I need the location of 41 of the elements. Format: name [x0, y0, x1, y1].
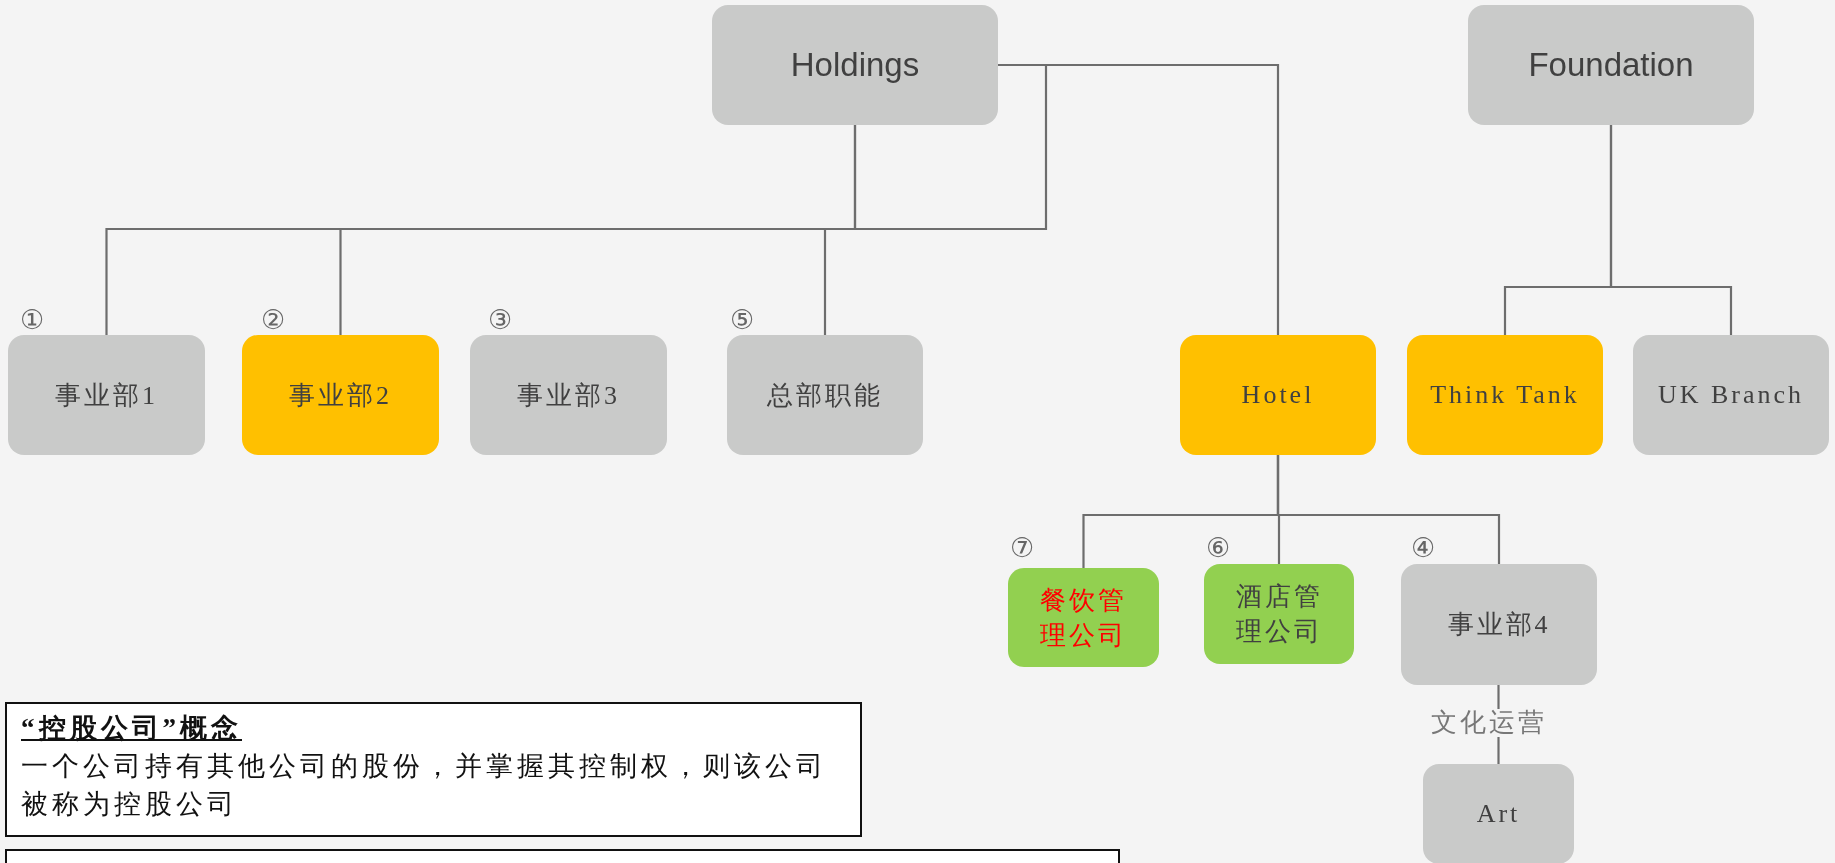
callout-number: ④ — [1411, 534, 1435, 561]
definition-text: 一个公司持有其他公司的股份，并掌握其控制权，则该公司被称为控股公司 — [21, 749, 828, 821]
box-label: Holdings — [790, 46, 920, 84]
connector-line — [823, 63, 1048, 335]
org-box — [1008, 568, 1159, 667]
callout-number: ③ — [488, 306, 512, 333]
org-box — [712, 5, 998, 125]
connector-line — [339, 125, 857, 335]
connector-line — [1276, 455, 1501, 564]
box-label: Hotel — [1241, 380, 1315, 410]
callout-number: ⑥ — [1206, 534, 1230, 561]
org-box — [470, 335, 667, 455]
org-box — [242, 335, 439, 455]
box-label: Art — [1476, 799, 1521, 829]
box-label: 酒店管理公司 — [1234, 581, 1324, 648]
org-box — [727, 335, 923, 455]
box-label: Think Tank — [1430, 380, 1580, 410]
definition-heading: “控股公司”概念 — [21, 712, 242, 745]
box-label: Foundation — [1528, 46, 1694, 84]
callout-number: ① — [20, 306, 44, 333]
org-box — [1180, 335, 1376, 455]
org-box — [1423, 764, 1574, 863]
callout-number: ② — [261, 306, 285, 333]
org-box — [1204, 564, 1354, 664]
definition-box — [5, 702, 862, 837]
org-box — [1407, 335, 1603, 455]
box-label: 事业部1 — [55, 379, 158, 412]
callout-number: ⑤ — [730, 306, 754, 333]
box-label: 事业部2 — [289, 379, 392, 412]
org-box — [1468, 5, 1754, 125]
connector-line — [1609, 125, 1733, 335]
org-box — [1633, 335, 1829, 455]
box-label: 餐饮管理公司 — [1039, 584, 1128, 652]
definition-box — [5, 849, 1120, 863]
box-label: UK Branch — [1657, 380, 1805, 410]
org-box — [8, 335, 205, 455]
org-box — [1401, 564, 1597, 685]
callout-number: ⑦ — [1010, 534, 1034, 561]
box-label: 总部职能 — [767, 379, 883, 412]
box-label: 事业部4 — [1447, 609, 1551, 641]
box-label: 事业部3 — [517, 379, 620, 412]
